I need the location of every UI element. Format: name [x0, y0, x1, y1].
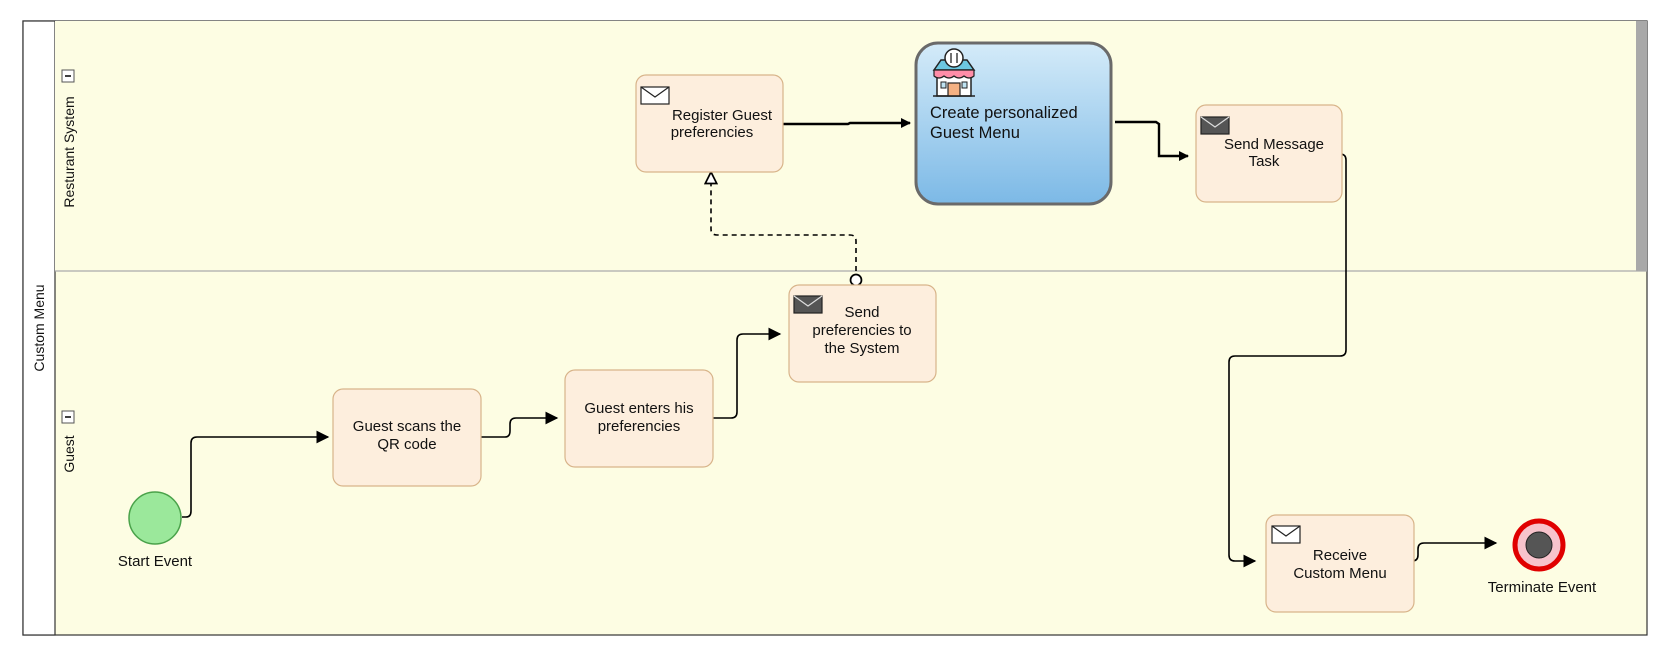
task-send-message[interactable]: Send Message Task	[1195, 104, 1343, 203]
pool-header	[22, 20, 56, 636]
flow-register-to-create[interactable]	[783, 118, 911, 128]
task-create-personalized-guest-menu[interactable]: Create personalized Guest Menu	[914, 41, 1113, 206]
task-guest-enters-preferencies[interactable]: Guest enters his preferencies	[564, 369, 714, 468]
task-receive-custom-menu[interactable]: Receive Custom Menu	[1265, 514, 1415, 613]
task-label: Task	[1249, 153, 1280, 170]
svg-text:Guest enters his: Guest enters his	[584, 400, 693, 417]
task-label: preferencies	[671, 124, 754, 141]
flow-create-to-sendmessage[interactable]	[1115, 120, 1189, 161]
envelope-icon	[1271, 525, 1301, 544]
svg-text:Register Guest: Register Guest	[672, 107, 773, 124]
svg-text:Receive: Receive	[1313, 547, 1367, 564]
task-label: Send	[844, 304, 879, 321]
svg-text:preferencies: preferencies	[598, 418, 681, 435]
lane-collapse-button[interactable]	[61, 69, 75, 83]
task-label: preferencies to	[812, 322, 911, 339]
pool-label: Custom Menu	[31, 284, 47, 371]
flow-sendmessage-to-receive[interactable]	[1228, 153, 1347, 568]
envelope-icon	[640, 86, 670, 105]
start-event-label: Start Event	[118, 553, 193, 570]
task-label: Custom Menu	[1293, 565, 1386, 582]
svg-text:Task: Task	[1249, 153, 1280, 170]
svg-text:QR code: QR code	[377, 436, 436, 453]
svg-text:Send Message: Send Message	[1224, 136, 1324, 153]
task-label: the System	[824, 340, 899, 357]
restaurant-icon	[932, 48, 976, 97]
flow-start-to-scan[interactable]	[182, 430, 330, 518]
svg-text:Send: Send	[844, 304, 879, 321]
svg-text:preferencies to: preferencies to	[812, 322, 911, 339]
lane-label-guest: Guest	[61, 435, 77, 472]
task-guest-scans-qr[interactable]: Guest scans the QR code	[332, 388, 482, 487]
flow-enter-to-sendpref[interactable]	[706, 327, 782, 419]
envelope-filled-icon	[793, 295, 823, 314]
svg-text:Guest Menu: Guest Menu	[930, 124, 1020, 142]
svg-text:Create personalized: Create personalized	[930, 104, 1078, 122]
task-label: Guest Menu	[930, 124, 1020, 142]
lane-guest: Guest	[61, 410, 77, 473]
start-event[interactable]: Start Event	[118, 491, 193, 570]
svg-text:the System: the System	[824, 340, 899, 357]
connectors	[182, 118, 1498, 568]
lane-resturant-system: Resturant System	[55, 21, 1647, 272]
task-label: Guest scans the	[353, 418, 461, 435]
envelope-filled-icon	[1200, 116, 1230, 135]
svg-text:Guest scans the: Guest scans the	[353, 418, 461, 435]
terminate-event-label: Terminate Event	[1488, 579, 1597, 596]
task-label: Send Message	[1224, 136, 1324, 153]
lane-collapse-button[interactable]	[61, 410, 75, 424]
terminate-event[interactable]: Terminate Event	[1488, 518, 1597, 596]
svg-text:preferencies: preferencies	[671, 124, 754, 141]
task-label: Guest enters his	[584, 400, 693, 417]
task-send-preferencies[interactable]: Send preferencies to the System	[788, 284, 937, 383]
task-label: Create personalized	[930, 104, 1078, 122]
lane-label-resturant-system: Resturant System	[61, 96, 77, 207]
task-label: Receive	[1313, 547, 1367, 564]
task-label: QR code	[377, 436, 436, 453]
flow-scan-to-enter[interactable]	[476, 411, 559, 438]
task-label: preferencies	[598, 418, 681, 435]
scrollbar[interactable]	[1636, 21, 1647, 271]
task-label: Register Guest	[672, 107, 773, 124]
svg-text:Custom Menu: Custom Menu	[1293, 565, 1386, 582]
task-register-guest-preferencies[interactable]: Register Guest preferencies	[635, 74, 784, 173]
